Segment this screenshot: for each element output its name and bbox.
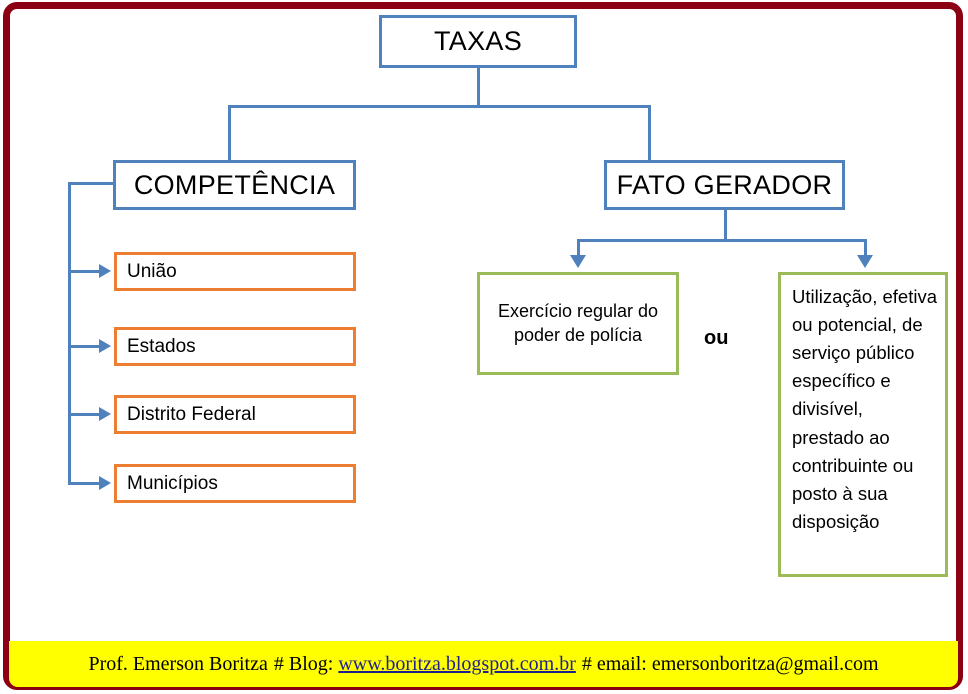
connector-to-fato-gerador	[648, 105, 651, 162]
node-taxas[interactable]: TAXAS	[379, 15, 577, 68]
node-competencia-label: COMPETÊNCIA	[133, 169, 336, 200]
arrow-icon-exercicio	[570, 255, 586, 268]
arrow-icon-distrito-federal	[99, 407, 111, 421]
node-utilizacao-servico-publico-label: Utilização, efetiva ou potencial, de ser…	[792, 286, 937, 532]
node-uniao-label: União	[127, 260, 177, 282]
connector-competencia-branch-3	[68, 413, 100, 416]
node-competencia[interactable]: COMPETÊNCIA	[113, 160, 356, 210]
connector-fato-gerador-stem	[724, 210, 727, 242]
connector-fato-gerador-crossbar	[577, 239, 867, 242]
connector-label-ou: ou	[704, 327, 728, 350]
connector-root-stem	[477, 68, 480, 108]
footer-blog-link[interactable]: www.boritza.blogspot.com.br	[338, 652, 576, 675]
connector-to-exercicio	[577, 239, 580, 257]
footer-bar: Prof. Emerson Boritza# Blog: www.boritza…	[9, 641, 958, 687]
footer-credit-line: Prof. Emerson Boritza# Blog: www.boritza…	[88, 653, 878, 676]
footer-blog-label: # Blog:	[273, 652, 334, 675]
arrow-icon-estados	[99, 339, 111, 353]
arrow-icon-utilizacao	[857, 255, 873, 268]
footer-author: Prof. Emerson Boritza	[88, 652, 268, 675]
footer-email-label: # email:	[581, 652, 647, 675]
connector-competencia-elbow	[68, 182, 114, 185]
node-taxas-label: TAXAS	[433, 26, 523, 56]
footer-email-address: emersonboritza@gmail.com	[651, 652, 879, 675]
arrow-icon-uniao	[99, 264, 111, 278]
node-utilizacao-servico-publico[interactable]: Utilização, efetiva ou potencial, de ser…	[778, 272, 948, 577]
node-fato-gerador-label: FATO GERADOR	[616, 169, 833, 200]
connector-to-utilizacao	[864, 239, 867, 257]
connector-to-competencia	[228, 105, 231, 162]
node-exercicio-poder-policia-label: Exercício regular do poder de polícia	[497, 300, 659, 345]
node-uniao[interactable]: União	[114, 252, 356, 291]
connector-competencia-branch-4	[68, 482, 100, 485]
node-estados-label: Estados	[127, 335, 196, 357]
node-distrito-federal[interactable]: Distrito Federal	[114, 395, 356, 434]
node-municipios[interactable]: Municípios	[114, 464, 356, 503]
arrow-icon-municipios	[99, 476, 111, 490]
connector-root-crossbar	[228, 105, 651, 108]
node-exercicio-poder-policia[interactable]: Exercício regular do poder de polícia	[477, 272, 679, 375]
node-estados[interactable]: Estados	[114, 327, 356, 366]
node-distrito-federal-label: Distrito Federal	[127, 403, 256, 425]
node-fato-gerador[interactable]: FATO GERADOR	[604, 160, 845, 210]
node-municipios-label: Municípios	[127, 472, 218, 494]
connector-competencia-spine	[68, 182, 71, 484]
connector-competencia-branch-2	[68, 345, 100, 348]
connector-competencia-branch-1	[68, 270, 100, 273]
connector-label-ou-text: ou	[704, 327, 729, 349]
